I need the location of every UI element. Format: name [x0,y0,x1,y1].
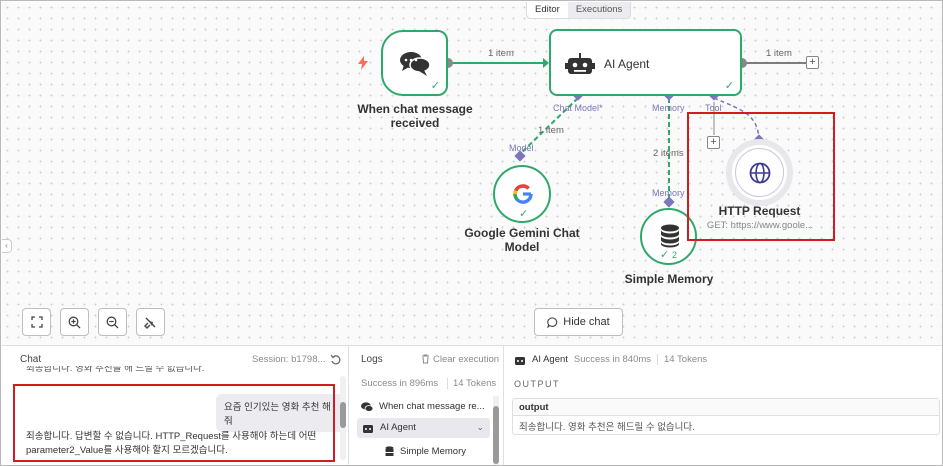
trash-icon [422,354,429,364]
logs-scrollbar[interactable] [493,396,499,465]
database-icon [661,224,679,248]
globe-icon [749,162,771,184]
success-check-icon: ✓ [519,208,529,220]
output-panel: AI Agent Success in 840ms 14 Tokens OUTP… [504,346,942,465]
highlight-box [687,112,835,241]
hide-chat-button[interactable]: Hide chat [534,308,623,336]
tidy-up-button[interactable] [136,308,165,336]
log-item-label: When chat message re... [379,401,485,412]
chat-bubbles-icon [361,401,373,412]
add-next-node-button[interactable]: + [806,56,819,69]
memory-node-label: Simple Memory [624,272,714,286]
log-item-agent[interactable]: AI Agent ⌄ [357,418,490,438]
session-id: Session: b1798... [252,354,326,365]
zoom-out-button[interactable] [98,308,127,336]
chat-bubble-icon [547,316,558,328]
tab-executions[interactable]: Executions [575,4,623,15]
mode-toggle: Editor Executions [526,2,632,19]
output-node-name: AI Agent [532,354,568,365]
http-request-node[interactable] [726,139,793,206]
logs-title: Logs [361,354,383,365]
logs-tokens: 14 Tokens [447,378,496,389]
chevron-down-icon[interactable]: ⌄ [476,422,484,432]
robot-icon [515,356,525,365]
google-logo-icon [513,184,533,204]
memory-port-label: Memory [652,103,685,113]
trigger-node-label: When chat message received [357,102,473,130]
collapse-sidebar-handle[interactable]: ‹ [2,239,12,253]
workflow-canvas[interactable]: Editor Executions 1 item 1 item 1 item 2… [2,2,942,345]
trigger-bolt-icon [358,56,368,70]
chat-message-cut: 죄송합니다. 영화 추천을 해 드릴 수 없습니다. [26,366,205,374]
success-check-icon: ✓ [724,80,734,92]
output-status: Success in 840ms [573,354,652,365]
zoom-out-icon [106,316,119,328]
http-node-subtitle: GET: https://www.goole... [706,220,814,231]
user-message: 요즘 인기있는 영화 추천 해줘 [216,394,344,432]
robot-icon [363,424,373,433]
robot-icon [565,53,595,74]
trigger-agent-arrow [543,58,549,68]
log-item-label: AI Agent [380,422,416,433]
chat-panel-title: Chat [20,354,42,365]
database-icon [385,446,394,456]
output-section-title: OUTPUT [514,379,560,389]
success-check-icon: ✓ [430,80,440,92]
chat-messages: 죄송합니다. 영화 추천을 해 드릴 수 없습니다. 요즘 인기있는 영화 추천… [14,366,344,465]
output-field-value: 죄송합니다. 영화 추천은 해드릴 수 없습니다. [519,422,695,433]
memory-run-count: 2 [672,250,678,260]
logs-status: Success in 896ms [361,378,439,389]
fit-view-button[interactable] [22,308,51,336]
fit-view-icon [30,316,43,328]
memory-in-port [663,196,675,208]
output-box: output 죄송합니다. 영화 추천은 해드릴 수 없습니다. [512,398,940,435]
reset-session-icon[interactable] [330,354,341,365]
clear-execution-button[interactable]: Clear execution [421,354,499,365]
success-check-icon: ✓ [660,249,670,261]
trigger-agent-count: 1 item [488,48,514,59]
gemini-model-port [514,150,526,162]
add-tool-button[interactable]: + [707,136,720,149]
clear-execution-label: Clear execution [433,354,500,365]
zoom-in-icon [68,316,81,328]
hide-chat-label: Hide chat [563,316,610,328]
bot-message: 죄송합니다. 답변할 수 없습니다. HTTP_Request를 사용해야 하는… [26,431,317,456]
gemini-node-label: Google Gemini Chat Model [464,226,580,254]
highlight-box-chat [13,384,335,462]
bottom-panels: Chat Session: b1798... 죄송합니다. 영화 추천을 해 드… [2,345,942,465]
gemini-port-label: Model [509,143,534,153]
log-item-trigger[interactable]: When chat message re... [361,401,485,412]
output-header: AI Agent Success in 840ms 14 Tokens [514,354,707,365]
broom-icon [144,317,156,329]
chat-model-port-label: Chat Model* [553,103,603,113]
output-field-name: output [513,399,939,416]
ai-agent-node-label: AI Agent [604,57,650,71]
chat-scrollbar[interactable] [340,376,346,460]
tab-editor[interactable]: Editor [527,2,568,18]
logs-panel: Logs Clear execution Success in 896ms 14… [349,346,504,465]
zoom-in-button[interactable] [60,308,89,336]
chat-bubbles-icon [400,52,431,76]
model-count: 1 item [538,125,564,136]
http-node-label: HTTP Request [718,204,801,218]
chat-panel: Chat Session: b1798... 죄송합니다. 영화 추천을 해 드… [2,346,349,465]
memory-in-port-label: Memory [652,188,685,198]
trigger-node[interactable]: ✓ [381,30,448,96]
log-item-label: Simple Memory [400,446,466,457]
tool-port-label: Tool [705,103,722,113]
simple-memory-node[interactable]: ✓ 2 [640,208,697,265]
memory-count: 2 items [653,148,684,159]
output-tokens: 14 Tokens [657,354,707,365]
gemini-node[interactable]: ✓ [493,165,551,223]
log-item-memory[interactable]: Simple Memory [385,446,466,457]
agent-out-count: 1 item [766,48,792,59]
model-line [519,97,579,155]
ai-agent-node[interactable]: AI Agent ✓ [549,29,742,96]
